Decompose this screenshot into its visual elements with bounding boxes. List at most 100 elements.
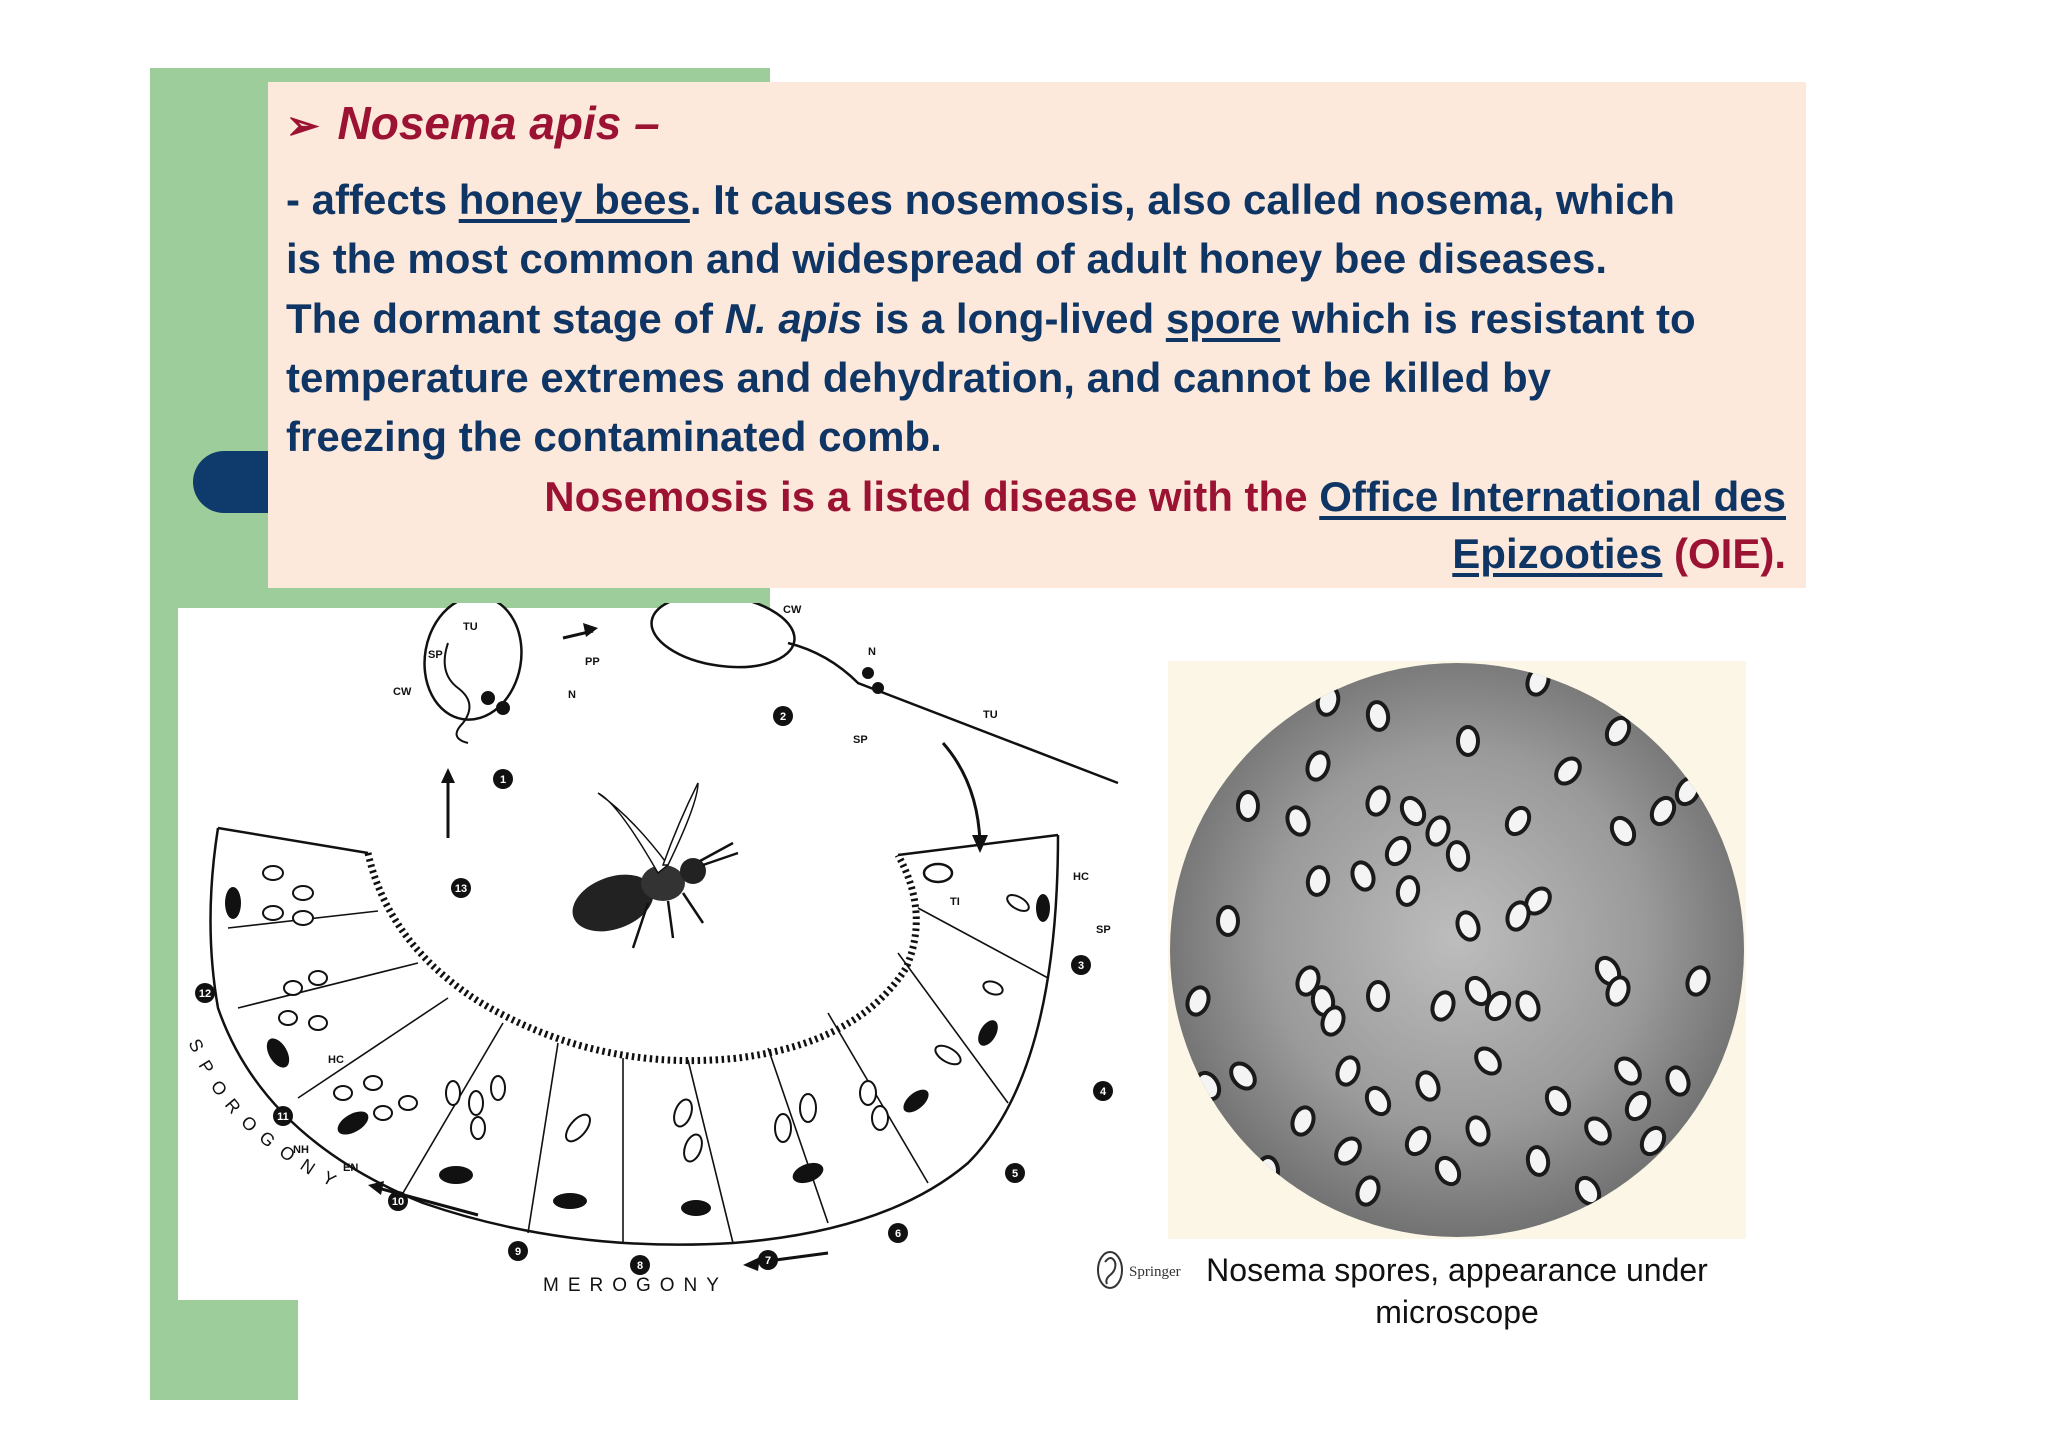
para2-text-b: is a long-lived	[862, 295, 1166, 342]
stage-number: 1	[500, 774, 506, 786]
spore	[1210, 1155, 1236, 1187]
spore	[1504, 805, 1532, 837]
spore	[1605, 975, 1631, 1007]
spore	[1355, 1175, 1381, 1207]
springer-logo: Springer	[1097, 1251, 1181, 1289]
stage-number: 11	[277, 1111, 289, 1123]
spore	[1334, 1136, 1362, 1166]
stage-number: 2	[780, 711, 786, 723]
label-tu: TU	[463, 621, 478, 633]
spore	[1604, 715, 1632, 747]
para1-prefix: - affects	[286, 176, 459, 223]
spore	[1455, 910, 1481, 942]
label-sp2: SP	[853, 734, 868, 746]
spore	[1285, 805, 1311, 837]
oie-link-part2[interactable]: Epizooties	[1452, 530, 1663, 577]
svg-text:R: R	[221, 1095, 245, 1118]
spore	[1425, 815, 1451, 847]
listed-suffix: (OIE).	[1662, 530, 1786, 577]
stage-number-marker	[888, 1223, 908, 1243]
stage-number: 12	[199, 988, 211, 1000]
spore	[1544, 1085, 1572, 1117]
para2-line2: temperature extremes and dehydration, an…	[286, 354, 1552, 401]
spore	[1474, 1046, 1502, 1076]
svg-text:O: O	[237, 1112, 261, 1136]
sporogony-label: S P O R O G O N Y	[184, 1035, 339, 1190]
spore	[1649, 795, 1677, 827]
outer-cell-arc	[209, 827, 1060, 1246]
spore	[1384, 835, 1412, 867]
stage-number: 8	[637, 1260, 643, 1272]
spore	[1465, 1115, 1491, 1147]
stage-number-marker	[630, 1255, 650, 1275]
label-hc2: HC	[328, 1054, 344, 1066]
stage-number: 10	[392, 1196, 404, 1208]
label-pp: PP	[585, 656, 600, 668]
spore	[1639, 1125, 1667, 1157]
stage-number-marker	[195, 983, 215, 1003]
spore	[1350, 860, 1376, 892]
spore	[1614, 1056, 1642, 1086]
spore	[1515, 990, 1541, 1022]
label-hc: HC	[1073, 871, 1089, 883]
para1-line1-rest: . It causes nosemosis, also called nosem…	[689, 176, 1675, 223]
oie-link-part1[interactable]: Office International des	[1319, 473, 1786, 520]
stage-number: 7	[765, 1255, 771, 1267]
spore-stage-1	[423, 603, 523, 721]
spore	[1305, 865, 1331, 897]
spore	[1335, 1055, 1361, 1087]
label-en: EN	[343, 1162, 358, 1174]
svg-text:O: O	[207, 1077, 231, 1100]
spore	[1216, 905, 1240, 937]
stage-number-marker	[1093, 1081, 1113, 1101]
micrograph-caption: Nosema spores, appearance under microsco…	[1206, 1252, 1708, 1330]
micrograph-field	[1170, 663, 1744, 1237]
merogony-label: MEROGONY	[543, 1275, 728, 1296]
spore-micrograph	[1170, 663, 1744, 1237]
stage-number-marker	[493, 769, 513, 789]
label-cw2: CW	[783, 604, 802, 616]
stage-number: 4	[1100, 1086, 1107, 1098]
spore	[1456, 725, 1480, 757]
stage-number-marker	[273, 1106, 293, 1126]
spore	[1430, 990, 1456, 1022]
n-apis-italic: N. apis	[724, 295, 863, 342]
para1-line2: is the most common and widespread of adu…	[286, 235, 1607, 282]
springer-wordmark: Springer	[1129, 1264, 1181, 1280]
label-tu2: TU	[983, 709, 998, 721]
polar-tube	[787, 641, 1119, 785]
svg-text:P: P	[195, 1057, 218, 1078]
stage-number-marker	[1005, 1163, 1025, 1183]
spore	[1365, 700, 1391, 732]
stage-number: 9	[515, 1246, 521, 1258]
spore-link[interactable]: spore	[1165, 295, 1281, 342]
spore	[1290, 1105, 1316, 1137]
listed-disease-note: Nosemosis is a listed disease with the O…	[544, 468, 1786, 582]
spore	[1399, 795, 1427, 827]
paragraph-dormant-stage: The dormant stage of N. apis is a long-l…	[286, 289, 1696, 466]
spore	[1366, 980, 1390, 1012]
cell-edge-left	[217, 826, 369, 855]
heading-title: Nosema apis –	[337, 97, 660, 149]
spore	[1464, 975, 1492, 1007]
listed-text: Nosemosis is a listed disease with the	[544, 473, 1320, 520]
spore	[1445, 840, 1471, 872]
label-n2: N	[868, 646, 876, 658]
stage-number-marker	[451, 878, 471, 898]
honey-bees-link[interactable]: honey bees	[458, 176, 690, 223]
paragraph-affects: - affects honey bees. It causes nosemosi…	[286, 170, 1675, 288]
spore	[1365, 785, 1391, 817]
spore	[1305, 750, 1331, 782]
spore	[1685, 965, 1711, 997]
stage-number: 3	[1078, 960, 1084, 972]
stage-number-marker	[758, 1250, 778, 1270]
spore	[1484, 990, 1512, 1022]
stage-number: 6	[895, 1228, 901, 1240]
spore	[1295, 965, 1321, 997]
svg-text:S: S	[184, 1035, 207, 1055]
label-ti: TI	[950, 896, 960, 908]
honey-bee-illustration	[572, 782, 739, 949]
spore	[1434, 1155, 1462, 1187]
spore	[1554, 756, 1582, 786]
spore	[1525, 1145, 1551, 1177]
